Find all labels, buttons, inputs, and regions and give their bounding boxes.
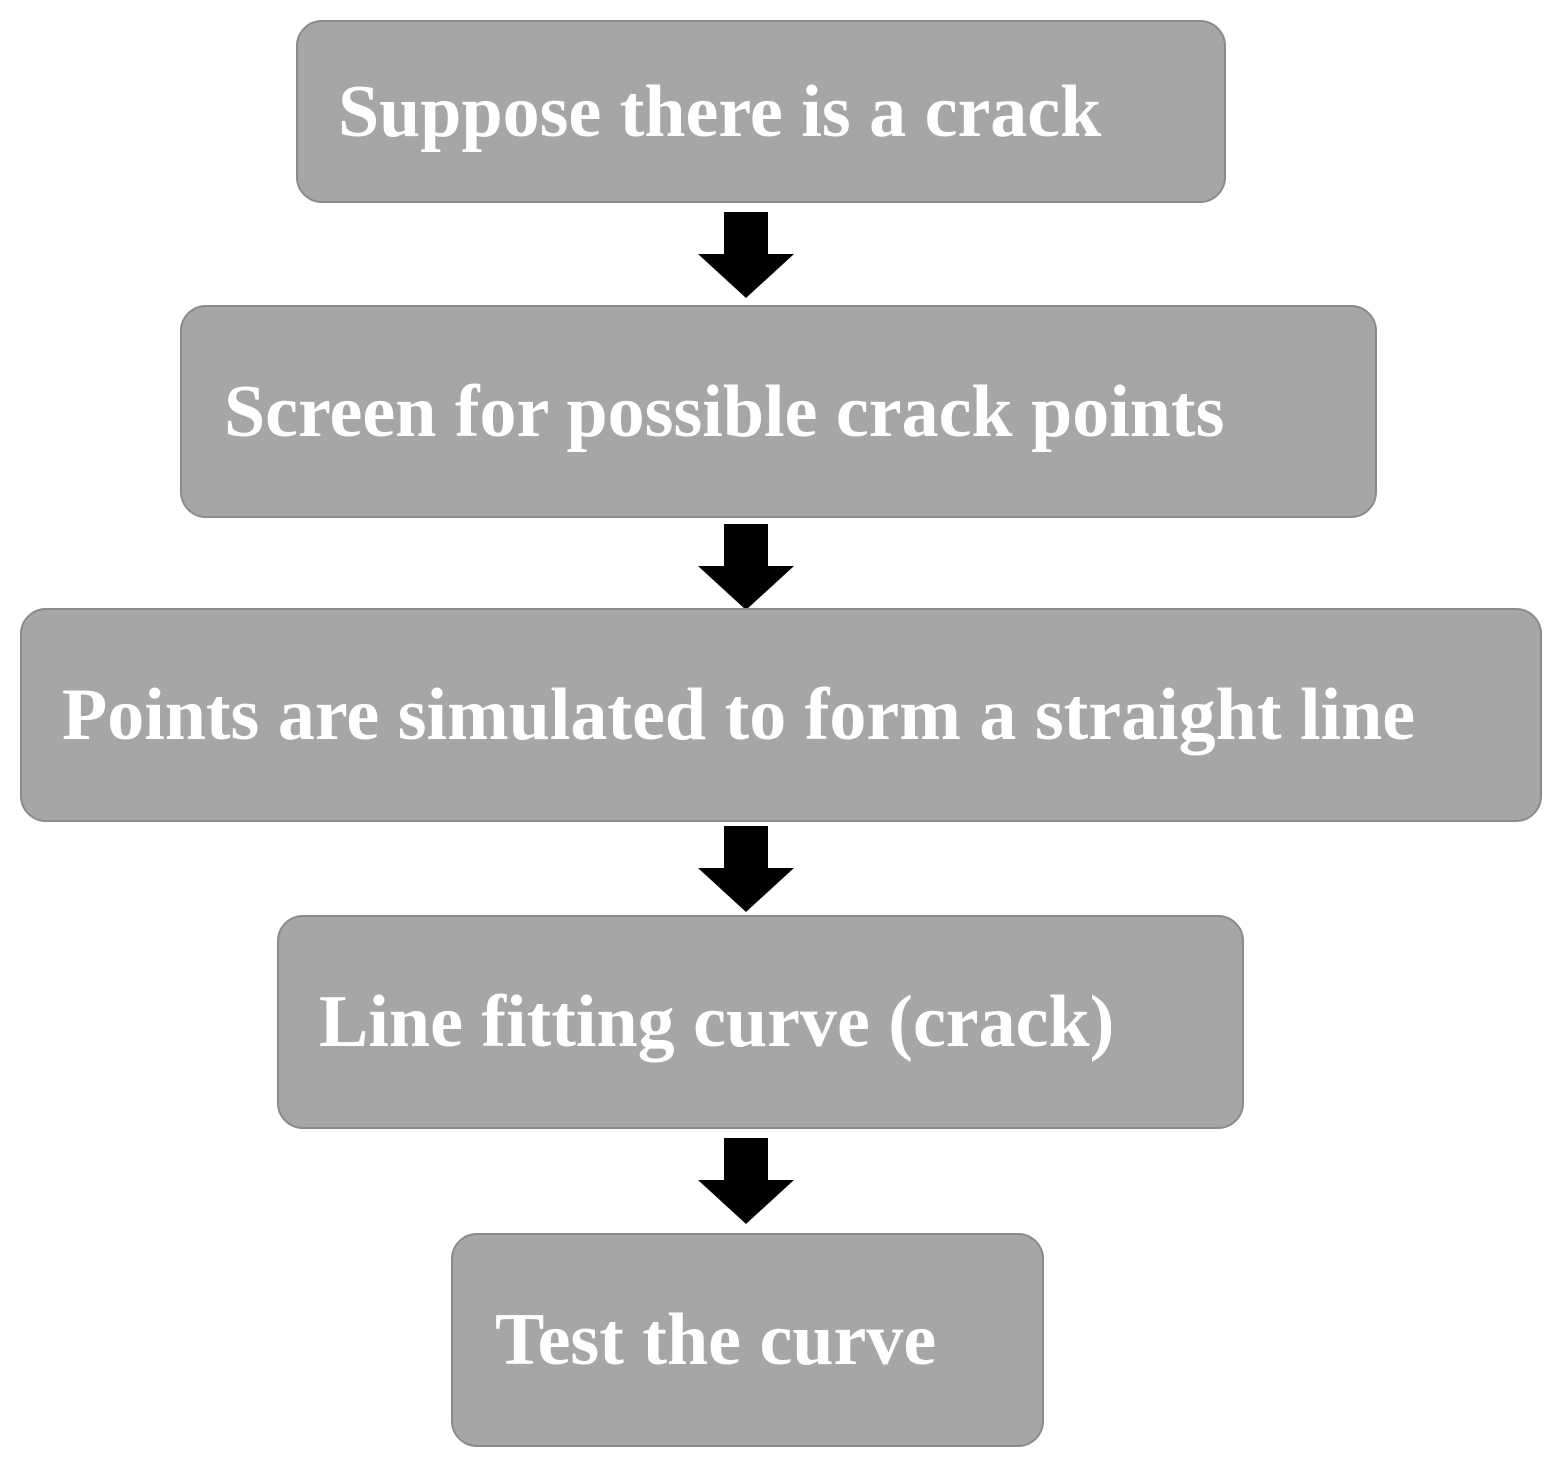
down-arrow-icon xyxy=(698,212,794,298)
step-label-4: Line fitting curve (crack) xyxy=(319,981,1115,1063)
step-box-1: Suppose there is a crack xyxy=(296,20,1226,203)
step-box-5: Test the curve xyxy=(451,1233,1044,1447)
step-label-1: Suppose there is a crack xyxy=(338,70,1102,153)
step-box-3: Points are simulated to form a straight … xyxy=(20,608,1542,822)
step-label-2: Screen for possible crack points xyxy=(224,370,1225,453)
step-box-2: Screen for possible crack points xyxy=(180,305,1377,518)
step-label-5: Test the curve xyxy=(495,1299,937,1381)
down-arrow-icon xyxy=(698,524,794,610)
down-arrow-icon xyxy=(698,1138,794,1224)
down-arrow-icon xyxy=(698,826,794,912)
step-box-4: Line fitting curve (crack) xyxy=(277,915,1244,1129)
step-label-3: Points are simulated to form a straight … xyxy=(62,674,1416,756)
